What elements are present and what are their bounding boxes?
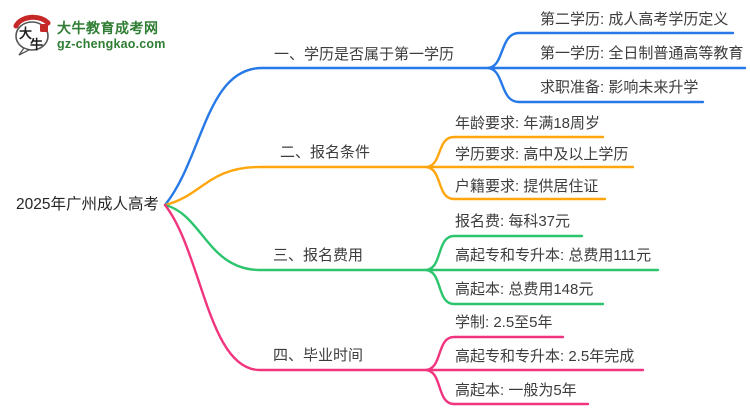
site-name: 大牛教育成考网 — [57, 20, 159, 36]
branch-3-label[interactable]: 三、报名费用 — [272, 247, 364, 264]
branch-2-connector — [163, 135, 635, 207]
branch-4-child-3[interactable]: 高起本: 一般为5年 — [455, 382, 577, 399]
site-domain[interactable]: gz-chengkao.com — [57, 37, 166, 51]
branch-4-connector — [163, 203, 645, 406]
branch-4-child-2[interactable]: 高起专和专升本: 2.5年完成 — [455, 348, 635, 365]
svg-text:牛: 牛 — [30, 37, 43, 52]
branch-1-connector — [163, 31, 747, 207]
branch-2-label[interactable]: 二、报名条件 — [279, 144, 371, 161]
branch-3-child-3[interactable]: 高起本: 总费用148元 — [455, 281, 594, 298]
branch-2-child-2[interactable]: 学历要求: 高中及以上学历 — [455, 146, 629, 163]
branch-1-child-2[interactable]: 第一学历: 全日制普通高等教育 — [540, 45, 744, 62]
branch-2-child-1[interactable]: 年龄要求: 年满18周岁 — [455, 115, 601, 132]
branch-1-child-1[interactable]: 第二学历: 成人高考学历定义 — [540, 11, 729, 28]
branch-1-label[interactable]: 一、学历是否属于第一学历 — [273, 46, 455, 63]
branch-1-child-3[interactable]: 求职准备: 影响未来升学 — [540, 79, 699, 96]
svg-text:大: 大 — [19, 26, 32, 41]
daniu-logo-icon: 大 牛 — [13, 14, 51, 56]
branch-3-child-2[interactable]: 高起专和专升本: 总费用111元 — [455, 247, 652, 264]
branch-4-child-1[interactable]: 学制: 2.5至5年 — [455, 314, 553, 331]
branch-3-connector — [163, 203, 660, 306]
branch-4-label[interactable]: 四、毕业时间 — [272, 347, 364, 364]
branch-3-child-1[interactable]: 报名费: 每科37元 — [455, 213, 571, 230]
root-node[interactable]: 2025年广州成人高考 — [16, 196, 159, 213]
branch-2-child-3[interactable]: 户籍要求: 提供居住证 — [455, 178, 599, 195]
